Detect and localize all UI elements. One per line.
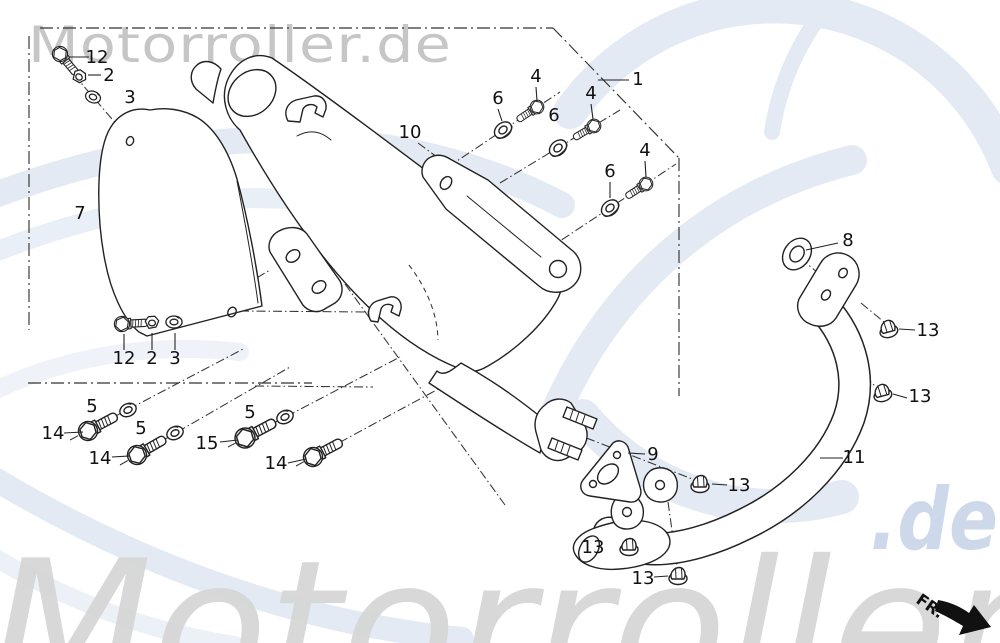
muffler-body-1 [190,54,562,373]
washer-5-a [116,399,140,421]
part-label-6-a: 6 [492,88,503,109]
exhaust-pipe-11 [572,252,872,571]
part-label-9: 9 [647,444,658,465]
grommet-6-a [490,117,516,143]
nut-13-b [870,381,894,405]
part-label-13-d: 13 [582,537,605,558]
part-label-2-top: 2 [103,65,114,86]
washer-5-c [273,406,297,428]
part-label-13-b: 13 [909,386,932,407]
heat-shield-7 [98,108,263,337]
muffler-outlet-tip [190,60,222,104]
bolt-14-a [74,406,122,445]
nut-2-bottom [144,315,160,330]
part-label-12-bottom: 12 [113,348,136,369]
part-label-14-b: 14 [89,448,112,469]
watermark-bottom: Motorroller [0,521,1000,643]
part-label-11: 11 [843,447,866,468]
part-label-1: 1 [632,69,643,90]
part-labels: 12 2 3 7 12 2 3 10 4 6 6 4 1 4 6 8 13 13… [42,47,940,589]
part-label-10: 10 [399,122,422,143]
hanger-bracket-10 [421,154,582,293]
pipe-ear-upper [642,467,679,503]
part-label-4-c: 4 [639,140,650,161]
part-label-5-a: 5 [86,396,97,417]
part-label-12-top: 12 [86,47,109,68]
part-label-4-b: 4 [585,83,596,104]
part-label-6-b: 6 [548,105,559,126]
part-label-8: 8 [842,230,853,251]
grommet-6-c [597,195,623,221]
bolt-14-b [123,429,171,469]
part-label-5-b: 5 [135,418,146,439]
part-label-5-c: 5 [244,402,255,423]
bolt-4-c [622,174,656,203]
part-label-2-bottom: 2 [146,348,157,369]
washer-3-top [83,88,103,106]
washer-5-b [163,422,187,444]
gasket-8 [781,237,813,271]
fr-arrow-icon [935,600,991,635]
muffler-clip-mid [367,296,402,323]
bolt-4-a [513,97,547,127]
part-label-14-a: 14 [42,423,65,444]
part-label-3-bottom: 3 [169,348,180,369]
part-label-15: 15 [196,433,219,454]
washer-3-bottom [165,315,183,329]
part-label-3-top: 3 [124,87,135,108]
gasket-9 [580,440,642,503]
part-label-13-a: 13 [917,320,940,341]
muffler-strap-bracket [268,226,343,313]
part-label-7: 7 [74,203,85,224]
watermark-de-blue: .de [870,470,998,570]
part-label-4-a: 4 [530,66,541,87]
grommet-6-b [545,135,571,161]
assembly-frame [28,27,680,396]
part-label-13-c: 13 [728,475,751,496]
muffler-inlet-cone [428,362,549,454]
muffler-clip-top [285,95,327,123]
nut-13-a [876,317,900,341]
part-label-6-c: 6 [604,161,615,182]
leader-lines [63,56,916,578]
muffler-stud-flange [534,398,598,462]
part-label-13-e: 13 [632,568,655,589]
part-label-14-c: 14 [265,453,288,474]
bolt-14-c [299,432,347,471]
